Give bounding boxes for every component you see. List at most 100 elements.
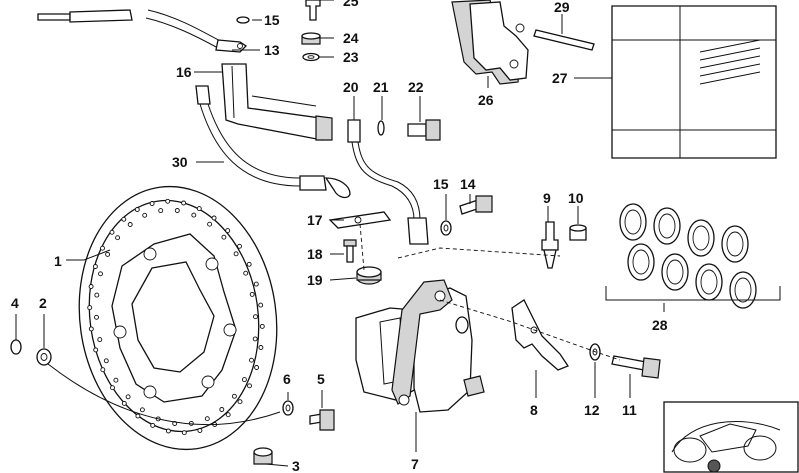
disc-hole [110, 385, 115, 391]
callout-10: 10 [568, 190, 584, 206]
callout-30: 30 [172, 154, 188, 170]
brake-line-20 [347, 119, 429, 245]
callout-14: 14 [460, 176, 476, 192]
brake-disc-1 [78, 185, 278, 451]
disc-hole [204, 416, 210, 422]
callout-20: 20 [343, 79, 359, 95]
washer-2 [36, 348, 52, 366]
disc-hole [88, 326, 94, 332]
screw-18 [343, 239, 357, 263]
dust-cap-10 [569, 224, 587, 241]
brake-fluid-can-27 [611, 5, 777, 159]
disc-hole [246, 261, 252, 267]
callout-9: 9 [543, 190, 551, 206]
callout-3: 3 [292, 458, 300, 473]
disc-hole [134, 207, 140, 212]
banjo-bolt-25 [305, 0, 321, 21]
disc-ventilation-holes [87, 198, 265, 436]
brake-hose-30 [195, 85, 351, 199]
disc-hole [219, 407, 225, 412]
brake-caliper-7 [355, 279, 485, 413]
disc-hole [247, 383, 252, 389]
disc-hole [94, 292, 100, 298]
disc-hole [249, 291, 255, 297]
disc-hole [103, 358, 109, 364]
assembly-line-lower [439, 299, 621, 361]
bolt-14 [459, 195, 493, 215]
disc-hole [181, 430, 187, 436]
disc-hole [225, 228, 231, 234]
disc-hole [258, 345, 264, 350]
callout-6: 6 [283, 371, 291, 387]
disc-hole [87, 305, 93, 311]
callout-22: 22 [408, 79, 424, 95]
disc-hole [158, 208, 164, 214]
brake-pads-26 [451, 0, 529, 85]
assembly-line-upper [397, 247, 561, 259]
washer-15-top [236, 16, 250, 24]
callout-13: 13 [264, 42, 280, 58]
callout-23: 23 [343, 49, 359, 65]
disc-hole [165, 428, 171, 434]
disc-hole [98, 271, 103, 277]
seal-kit-28 [605, 203, 781, 309]
callout-8: 8 [530, 402, 538, 418]
disc-hole [97, 337, 103, 343]
disc-hole [115, 235, 121, 241]
callout-5: 5 [317, 371, 325, 387]
disc-hole [149, 201, 155, 206]
disc-hole [196, 206, 202, 212]
disc-hole [127, 222, 133, 227]
grommet-19 [356, 266, 382, 285]
callout-18: 18 [307, 246, 323, 262]
clip-17 [328, 211, 392, 229]
callout-26: 26 [478, 92, 494, 108]
callout-21: 21 [373, 79, 389, 95]
disc-hole [253, 314, 258, 320]
brake-pipe-16 [221, 63, 333, 141]
bleed-valve-9 [541, 221, 559, 269]
callout-12: 12 [584, 402, 600, 418]
circlip-4 [10, 339, 22, 355]
washer-23 [302, 52, 320, 62]
disc-hole [92, 264, 98, 269]
disc-hole [249, 357, 254, 363]
disc-hole [174, 208, 180, 213]
top-brake-hose [37, 9, 248, 53]
disc-hole [241, 377, 247, 383]
disc-hole [125, 394, 131, 400]
washer-6 [282, 400, 294, 416]
assembly-line-clip [359, 223, 365, 271]
callout-17: 17 [307, 212, 323, 228]
disc-hole [191, 212, 197, 218]
disc-hole [88, 284, 94, 289]
disc-hole [254, 365, 260, 370]
disc-hole [113, 377, 119, 383]
bracket-8 [511, 299, 569, 371]
pin-29 [533, 29, 595, 51]
callout-29: 29 [554, 0, 570, 15]
disc-hole [258, 302, 264, 308]
disc-hole [121, 400, 127, 406]
callout-19: 19 [307, 272, 323, 288]
disc-hole [105, 251, 111, 257]
callout-11: 11 [622, 402, 637, 418]
disc-hole [231, 393, 237, 399]
disc-hole [142, 212, 148, 218]
nut-3 [253, 447, 273, 465]
callout-7: 7 [411, 456, 419, 472]
callout-2: 2 [39, 295, 47, 311]
callout-27: 27 [552, 70, 568, 86]
callout-labels: 1 2 3 4 5 6 7 8 9 10 11 12 13 14 15 15 1… [11, 0, 668, 473]
washer-21 [377, 120, 385, 136]
disc-hole [197, 428, 203, 433]
disc-hole [237, 399, 243, 405]
disc-hole [150, 422, 156, 428]
nut-24 [301, 32, 321, 45]
callout-24: 24 [343, 30, 359, 46]
leader-lines [15, 0, 665, 467]
disc-hole [100, 245, 105, 251]
disc-hole [109, 229, 115, 235]
disc-hole [181, 200, 187, 206]
